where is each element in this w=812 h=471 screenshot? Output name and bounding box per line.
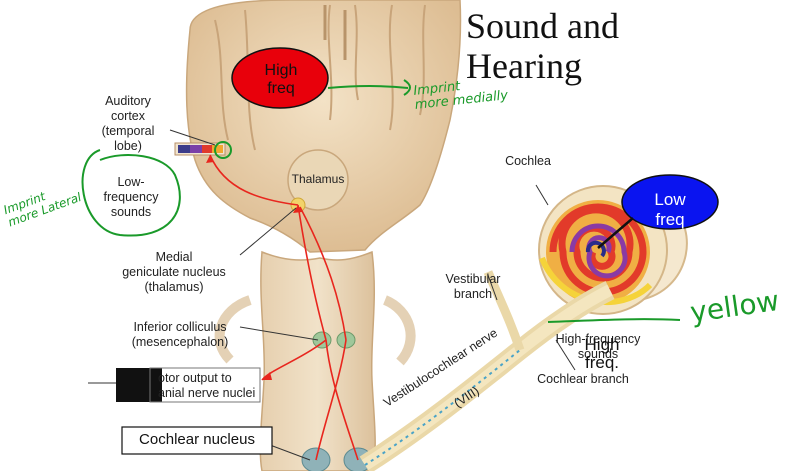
low-freq-oval-label: Low freq [654,190,686,229]
high-frequency-label: High-frequency sounds [555,332,641,361]
vestibular-branch-label: Vestibular branch [445,272,501,301]
cochlear-nucleus-label: Cochlear nucleus [139,431,255,448]
high-freq-note: High freq. [584,335,620,372]
brainstem [214,250,416,471]
low-freq-oval [597,174,719,249]
leader-lines [88,129,576,461]
inferior-colliculus-label: Inferior colliculus (mesencephalon) [131,320,229,349]
title-line-1: Sound and [466,6,619,46]
pathway-arrowheads [206,155,302,380]
auditory-pathway [209,154,359,461]
green-annotations [81,79,681,323]
brain-section [174,0,462,253]
thalamus-label: Thalamus [291,172,345,186]
title-line-2: Hearing [466,46,582,86]
cochlear-nucleus-box [121,426,273,455]
low-frequency-label: Low- frequency sounds [103,175,159,219]
motor-output-box [149,367,261,403]
high-freq-oval-label: High freq [264,62,298,97]
auditory-cortex-label: Auditory cortex (temporal lobe) [101,94,155,153]
page-title: Sound and Hearing [466,6,619,86]
cochlear-nerve [359,270,615,471]
redaction-box [116,368,162,402]
cochlear-branch-label: Cochlear branch [537,372,629,386]
motor-output-label: otor output to anial nerve nuclei [158,371,256,400]
high-freq-oval [231,47,329,109]
cochlea-label: Cochlea [505,154,551,168]
medial-geniculate-label: Medial geniculate nucleus (thalamus) [122,250,226,294]
